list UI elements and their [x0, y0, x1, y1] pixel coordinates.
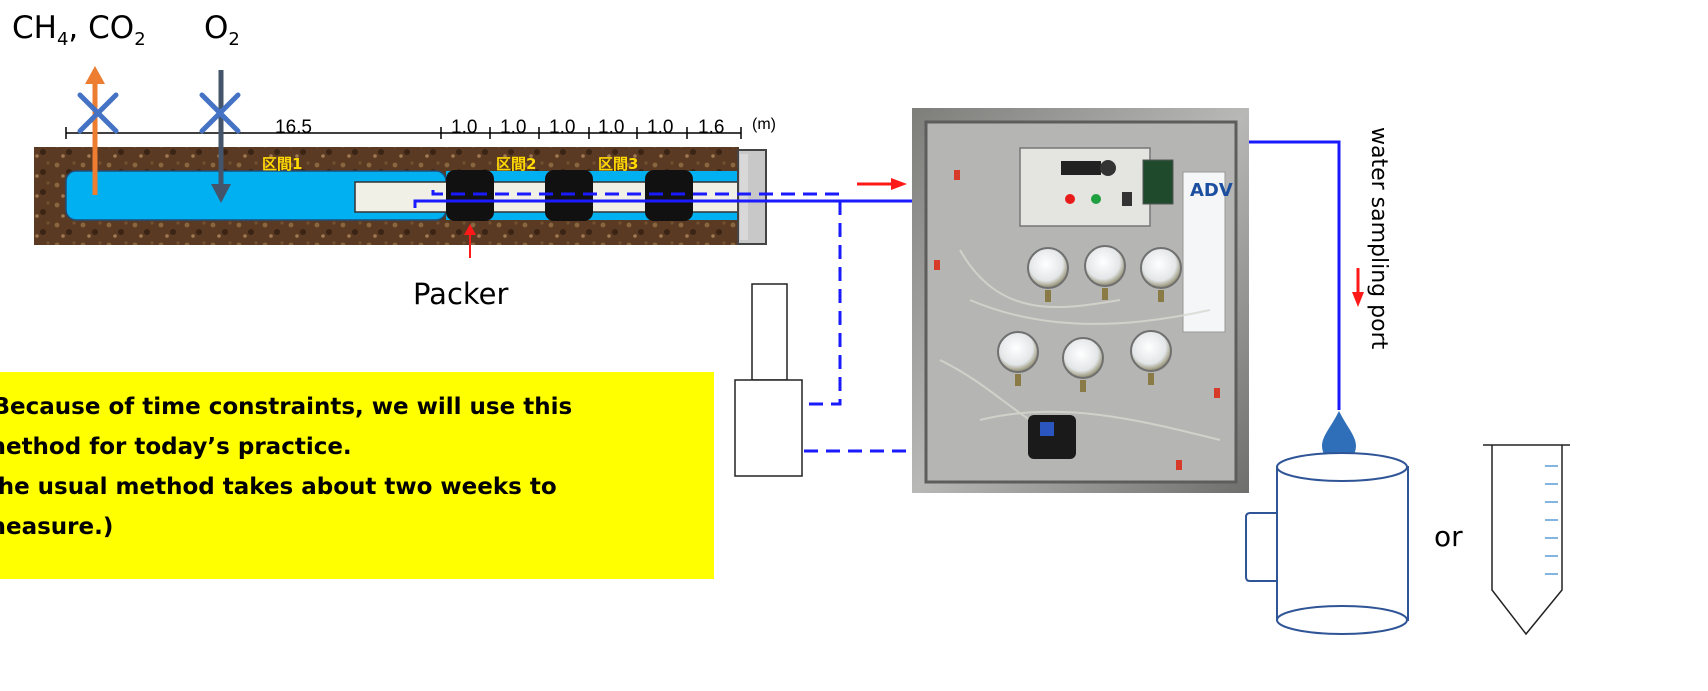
o2-label: O2 — [204, 10, 240, 50]
note-line: method for today’s practice. — [0, 427, 722, 467]
note-line: (Because of time constraints, we will us… — [0, 387, 722, 427]
wellhead-flange — [740, 154, 748, 240]
dimension-label: 1.0 — [451, 117, 477, 139]
dimension-unit: (m) — [752, 116, 776, 134]
blocked-gas-cross-icon — [80, 95, 116, 131]
borehole-section — [34, 147, 766, 245]
note-line: The usual method takes about two weeks t… — [0, 467, 722, 507]
ch4-co2-label: CH4, CO2 — [12, 10, 146, 50]
note-line: measure.) — [0, 507, 722, 547]
packer-label: Packer — [413, 277, 508, 311]
or-label: or — [1434, 520, 1463, 553]
dimension-label: 16.5 — [275, 117, 312, 139]
dimension-label: 1.0 — [549, 117, 575, 139]
flow-arrow-icon — [857, 178, 907, 190]
dimension-label: 1.0 — [500, 117, 526, 139]
svg-text:ADV: ADV — [1190, 180, 1233, 201]
dimension-label: 1.6 — [698, 117, 724, 139]
zone-label-2: 区間2 — [496, 153, 536, 174]
water-sampling-port-label: water sampling port — [1366, 127, 1391, 349]
sampling-cabinet-photo: ADV — [912, 108, 1249, 493]
dimension-label: 1.0 — [598, 117, 624, 139]
zone-label-3: 区間3 — [598, 153, 638, 174]
collection-bottle — [1246, 453, 1408, 634]
practice-note-box: (Because of time constraints, we will us… — [0, 372, 714, 579]
pump-unit — [735, 284, 802, 476]
dimension-label: 1.0 — [647, 117, 673, 139]
zone-label-1: 区間1 — [262, 153, 302, 174]
centrifuge-tube — [1483, 445, 1570, 634]
dimension-line — [66, 127, 741, 139]
practice-note-text: (Because of time constraints, we will us… — [0, 387, 722, 547]
flow-arrow-icon — [1352, 268, 1364, 307]
